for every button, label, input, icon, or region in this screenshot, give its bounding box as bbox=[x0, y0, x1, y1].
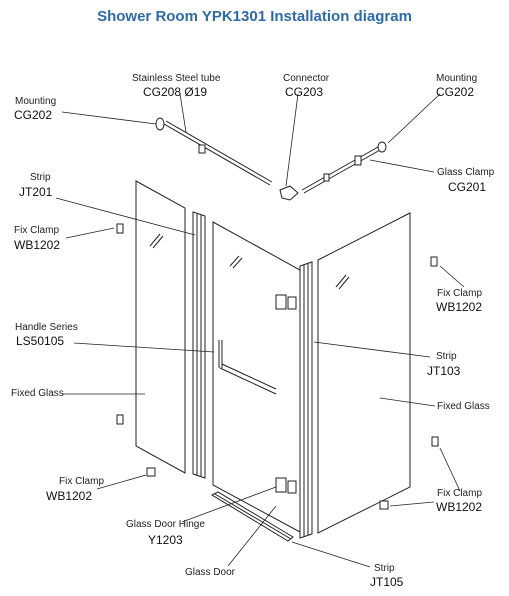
fix-clamp-left-bottom-name: Fix Clamp bbox=[59, 476, 105, 487]
hinge-top-shape bbox=[275, 294, 287, 310]
glass-clamp-name: Glass Clamp bbox=[437, 167, 495, 178]
strip-jt103-code: JT103 bbox=[427, 364, 461, 378]
steel-tube-code: CG208 Ø19 bbox=[143, 85, 208, 99]
door-hinge-code: Y1203 bbox=[148, 533, 183, 547]
right-fixed-glass-panel bbox=[317, 212, 411, 534]
fix-clamp-left-top-name: Fix Clamp bbox=[14, 225, 60, 236]
left-fixed-glass-panel bbox=[135, 180, 186, 474]
handle-series-name: Handle Series bbox=[15, 322, 78, 333]
strip-jt103-shape bbox=[299, 261, 313, 539]
mounting-right-code: CG202 bbox=[436, 85, 475, 99]
page-title: Shower Room YPK1301 Installation diagram bbox=[97, 8, 412, 25]
glass-door-panel bbox=[212, 221, 301, 533]
strip-jt201-code: JT201 bbox=[19, 185, 53, 199]
mounting-left-name: Mounting bbox=[15, 96, 57, 107]
mounting-right-shape bbox=[377, 141, 387, 153]
connector-name: Connector bbox=[283, 73, 330, 84]
fix-clamp-right-bottom-name: Fix Clamp bbox=[437, 488, 483, 499]
steel-tube-name: Stainless Steel tube bbox=[132, 73, 221, 84]
handle-series-code: LS50105 bbox=[16, 334, 65, 348]
fixed-glass-right-name: Fixed Glass bbox=[437, 401, 490, 412]
mounting-left-shape bbox=[155, 117, 165, 131]
mounting-left-code: CG202 bbox=[14, 108, 53, 122]
fix-clamp-left-bottom-code: WB1202 bbox=[46, 489, 93, 503]
hinge-bottom-shape bbox=[275, 477, 287, 493]
strip-jt201-name: Strip bbox=[30, 172, 51, 183]
fix-clamp-right-top-code: WB1202 bbox=[436, 300, 483, 314]
connector-shape bbox=[279, 185, 299, 201]
glass-door-name: Glass Door bbox=[185, 567, 236, 578]
fix-clamp-right-bottom-code: WB1202 bbox=[436, 500, 483, 514]
fix-clamp-right-top-name: Fix Clamp bbox=[437, 288, 483, 299]
strip-jt103-name: Strip bbox=[436, 351, 457, 362]
connector-code: CG203 bbox=[285, 85, 324, 99]
fix-clamp-left-top-code: WB1202 bbox=[14, 238, 61, 252]
glass-clamp-code: CG201 bbox=[448, 180, 487, 194]
strip-jt105-name: Strip bbox=[374, 563, 395, 574]
strip-jt201-shape bbox=[192, 211, 206, 479]
door-hinge-name: Glass Door Hinge bbox=[126, 519, 205, 530]
mounting-right-name: Mounting bbox=[436, 73, 478, 84]
strip-jt105-code: JT105 bbox=[370, 575, 404, 589]
fixed-glass-left-name: Fixed Glass bbox=[11, 388, 64, 399]
